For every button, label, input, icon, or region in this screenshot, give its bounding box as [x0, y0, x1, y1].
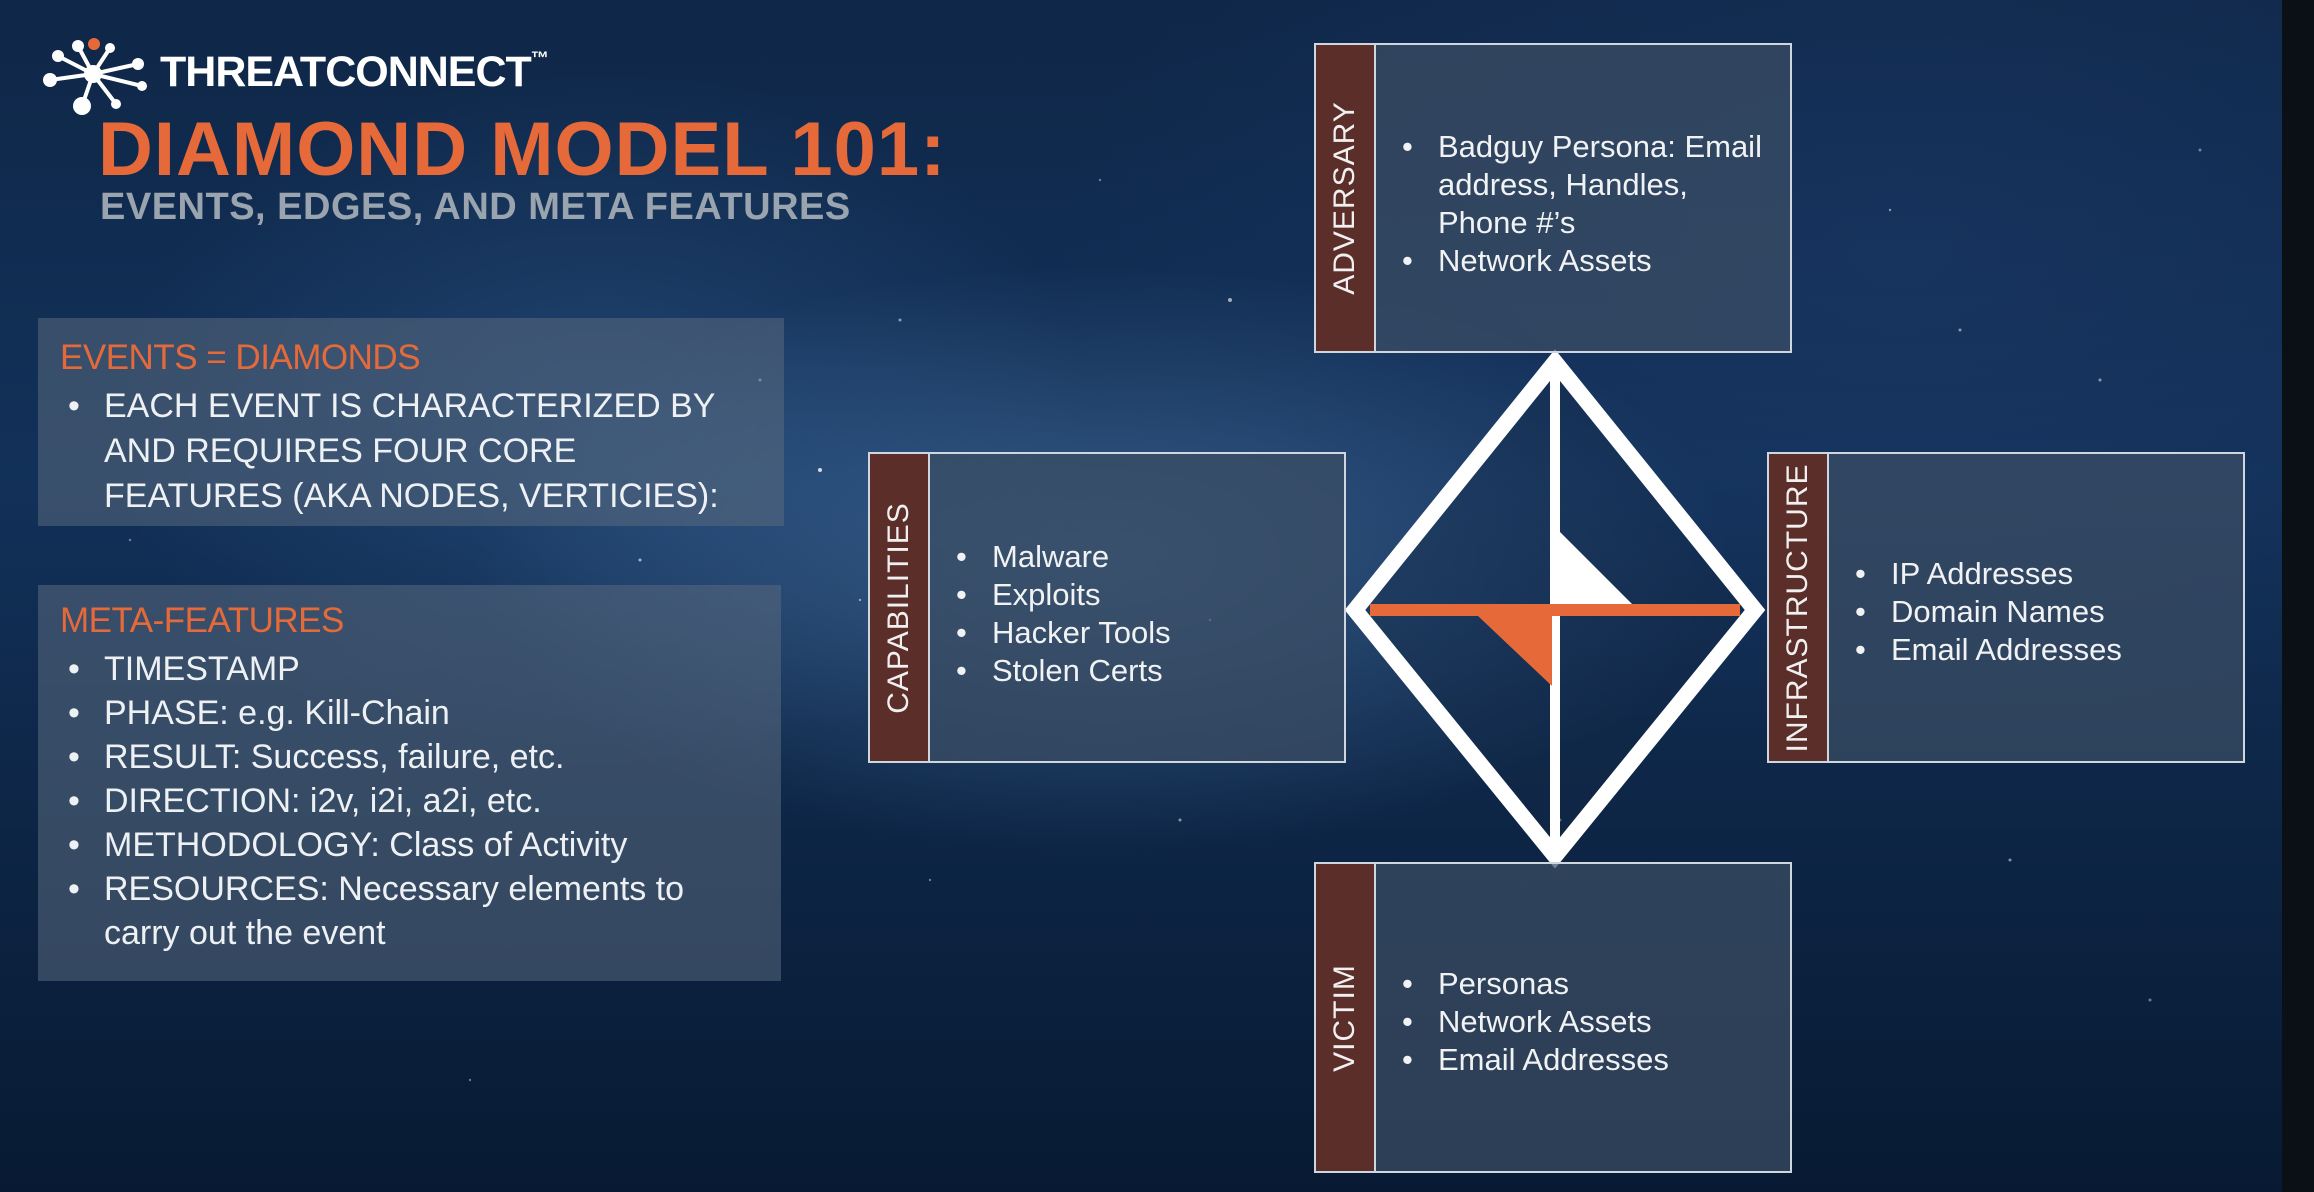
meta-features-panel: META-FEATURES TIMESTAMP PHASE: e.g. Kill…: [38, 585, 781, 981]
infrastructure-tab: INFRASTRUCTURE: [1769, 454, 1829, 761]
capabilities-label: CAPABILITIES: [882, 501, 915, 714]
brand-wordmark: THREATCONNECT™: [160, 48, 549, 96]
infrastructure-item: Email Addresses: [1849, 631, 2122, 669]
capabilities-item: Exploits: [950, 576, 1171, 614]
infrastructure-item: IP Addresses: [1849, 555, 2122, 593]
victim-label: VICTIM: [1328, 963, 1361, 1072]
meta-feature-item: RESOURCES: Necessary elements to carry o…: [60, 867, 761, 955]
victim-node: VICTIM Personas Network Assets Email Add…: [1314, 862, 1792, 1173]
adversary-label: ADVERSARY: [1328, 101, 1361, 295]
victim-item: Email Addresses: [1396, 1041, 1669, 1079]
capabilities-item: Stolen Certs: [950, 652, 1171, 690]
capabilities-item: Malware: [950, 538, 1171, 576]
meta-features-heading: META-FEATURES: [60, 601, 344, 640]
adversary-tab: ADVERSARY: [1316, 45, 1376, 351]
meta-feature-item: PHASE: e.g. Kill-Chain: [60, 691, 761, 735]
page-title: DIAMOND MODEL 101:: [98, 107, 947, 192]
diamond-model-icon: [1344, 349, 1766, 868]
victim-item: Network Assets: [1396, 1003, 1669, 1041]
capabilities-tab: CAPABILITIES: [870, 454, 930, 761]
meta-feature-item: TIMESTAMP: [60, 647, 761, 691]
infrastructure-node: INFRASTRUCTURE IP Addresses Domain Names…: [1767, 452, 2245, 763]
adversary-node: ADVERSARY Badguy Persona: Email address,…: [1314, 43, 1792, 353]
meta-feature-item: DIRECTION: i2v, i2i, a2i, etc.: [60, 779, 761, 823]
page-subtitle: EVENTS, EDGES, AND META FEATURES: [100, 186, 851, 228]
adversary-item: Badguy Persona: Email address, Handles, …: [1396, 128, 1768, 242]
events-heading: EVENTS = DIAMONDS: [60, 338, 421, 377]
events-bullet: EACH EVENT IS CHARACTERIZED BY AND REQUI…: [60, 384, 764, 519]
events-panel: EVENTS = DIAMONDS EACH EVENT IS CHARACTE…: [38, 318, 784, 526]
meta-feature-item: RESULT: Success, failure, etc.: [60, 735, 761, 779]
infrastructure-item: Domain Names: [1849, 593, 2122, 631]
adversary-item: Network Assets: [1396, 242, 1768, 280]
meta-feature-item: METHODOLOGY: Class of Activity: [60, 823, 761, 867]
window-edge: [2282, 0, 2314, 1192]
capabilities-node: CAPABILITIES Malware Exploits Hacker Too…: [868, 452, 1346, 763]
capabilities-item: Hacker Tools: [950, 614, 1171, 652]
victim-item: Personas: [1396, 965, 1669, 1003]
threatconnect-logo-icon: [43, 38, 147, 115]
victim-tab: VICTIM: [1316, 864, 1376, 1171]
infrastructure-label: INFRASTRUCTURE: [1781, 463, 1814, 752]
